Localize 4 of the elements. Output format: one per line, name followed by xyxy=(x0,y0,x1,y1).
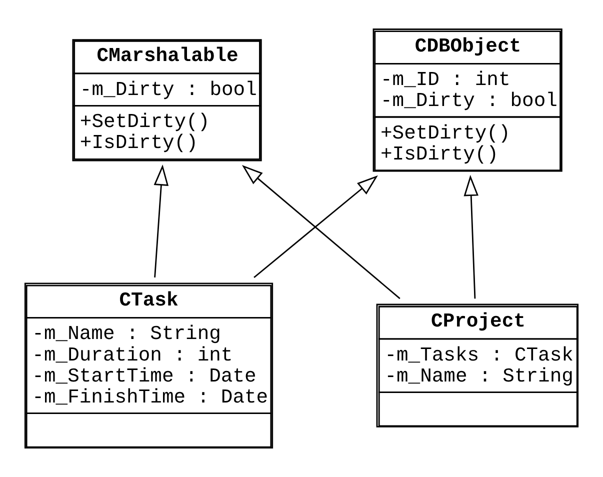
arrow xyxy=(242,164,400,300)
arrow xyxy=(464,174,478,299)
arrow xyxy=(154,164,169,278)
arrow xyxy=(254,175,378,278)
